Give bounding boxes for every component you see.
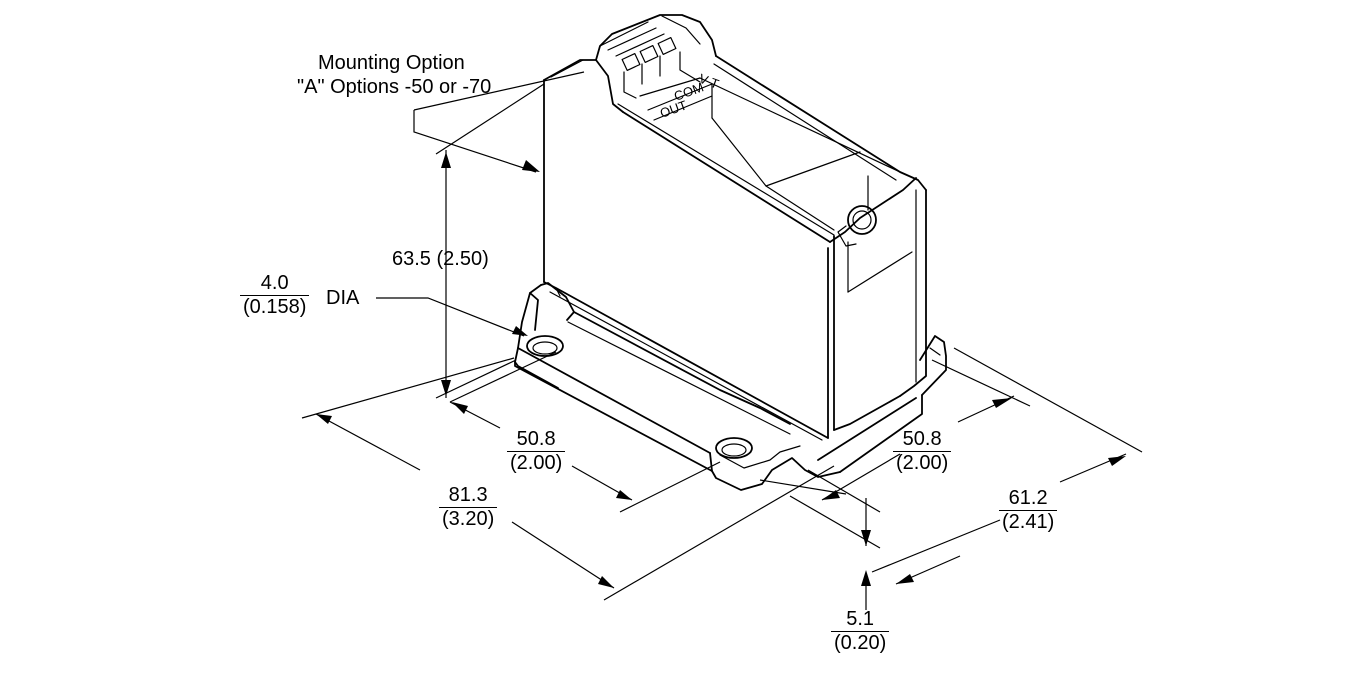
hole-spacing-right-mm: 50.8 [893,428,952,452]
hole-diameter-in: (0.158) [243,296,307,318]
overall-width-dimension: 61.2 (2.41) [999,487,1058,534]
terminal-label-vt: V T [697,71,721,92]
overall-width-in: (2.41) [1002,511,1055,533]
hole-diameter-dimension: 4.0 (0.158) [240,272,310,319]
base-thickness-in: (0.20) [834,632,887,654]
base-plate [514,282,947,491]
mounting-option-line2: "A" Options -50 or -70 [297,76,492,98]
overall-length-mm: 81.3 [439,484,498,508]
hole-spacing-left-mm: 50.8 [507,428,566,452]
base-thickness-mm: 5.1 [831,608,890,632]
hole-diameter-suffix: DIA [326,287,360,309]
hole-spacing-left-in: (2.00) [510,452,563,474]
height-dimension-label: 63.5 (2.50) [392,248,489,270]
hole-spacing-right-in: (2.00) [896,452,949,474]
mounting-hole-front [715,437,753,459]
base-thickness-dimension: 5.1 (0.20) [831,608,890,655]
adjustment-knob [837,205,877,247]
housing-body [543,55,927,441]
mounting-hole-left [526,335,564,357]
terminal-label-out: OUT [658,97,689,121]
hole-spacing-left-dimension: 50.8 (2.00) [507,428,566,475]
hole-diameter-mm: 4.0 [240,272,310,296]
hole-spacing-right-dimension: 50.8 (2.00) [893,428,952,475]
overall-length-dimension: 81.3 (3.20) [439,484,498,531]
mounting-option-arrow [522,160,540,172]
terminal-block: V T COM OUT [595,14,901,231]
overall-width-mm: 61.2 [999,487,1058,511]
mounting-option-line1: Mounting Option [318,52,465,74]
overall-length-in: (3.20) [442,508,495,530]
